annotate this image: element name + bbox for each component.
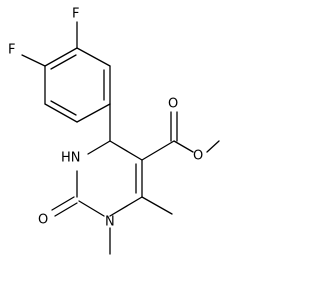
- atom-n-methyl: N: [105, 215, 115, 230]
- structure-svg: F F O O HN O N: [8, 7, 220, 255]
- atom-o-urea: O: [38, 213, 48, 228]
- bond: [76, 103, 111, 123]
- bond: [44, 103, 78, 123]
- bond: [78, 200, 105, 217]
- bond: [109, 196, 143, 217]
- bond: [109, 140, 143, 161]
- bond-o-methyl: [206, 140, 220, 153]
- atom-f-top: F: [72, 7, 79, 22]
- bond-c2-o-b: [54, 202, 78, 217]
- atom-f-left: F: [8, 43, 15, 58]
- atom-nh: HN: [61, 151, 81, 166]
- bond: [76, 47, 111, 67]
- bond: [87, 140, 111, 155]
- bond-c2-o-a: [51, 196, 75, 211]
- double-bond-inner: [50, 100, 77, 116]
- molecule-drawing: F F O O HN O N: [8, 7, 220, 255]
- bond-c-f-left: [21, 54, 46, 67]
- bond-c6-methyl: [141, 196, 173, 215]
- atom-o-ester-ether: O: [193, 149, 203, 164]
- bond-c5-carbonyl: [141, 140, 175, 161]
- atom-o-ester-carbonyl: O: [168, 97, 178, 112]
- bond-c-o-ether: [173, 140, 194, 153]
- double-bond-inner: [50, 54, 77, 70]
- difluorophenyl-ring: [44, 47, 111, 123]
- bond: [44, 47, 78, 67]
- pyrimidinone-ring: [76, 140, 143, 217]
